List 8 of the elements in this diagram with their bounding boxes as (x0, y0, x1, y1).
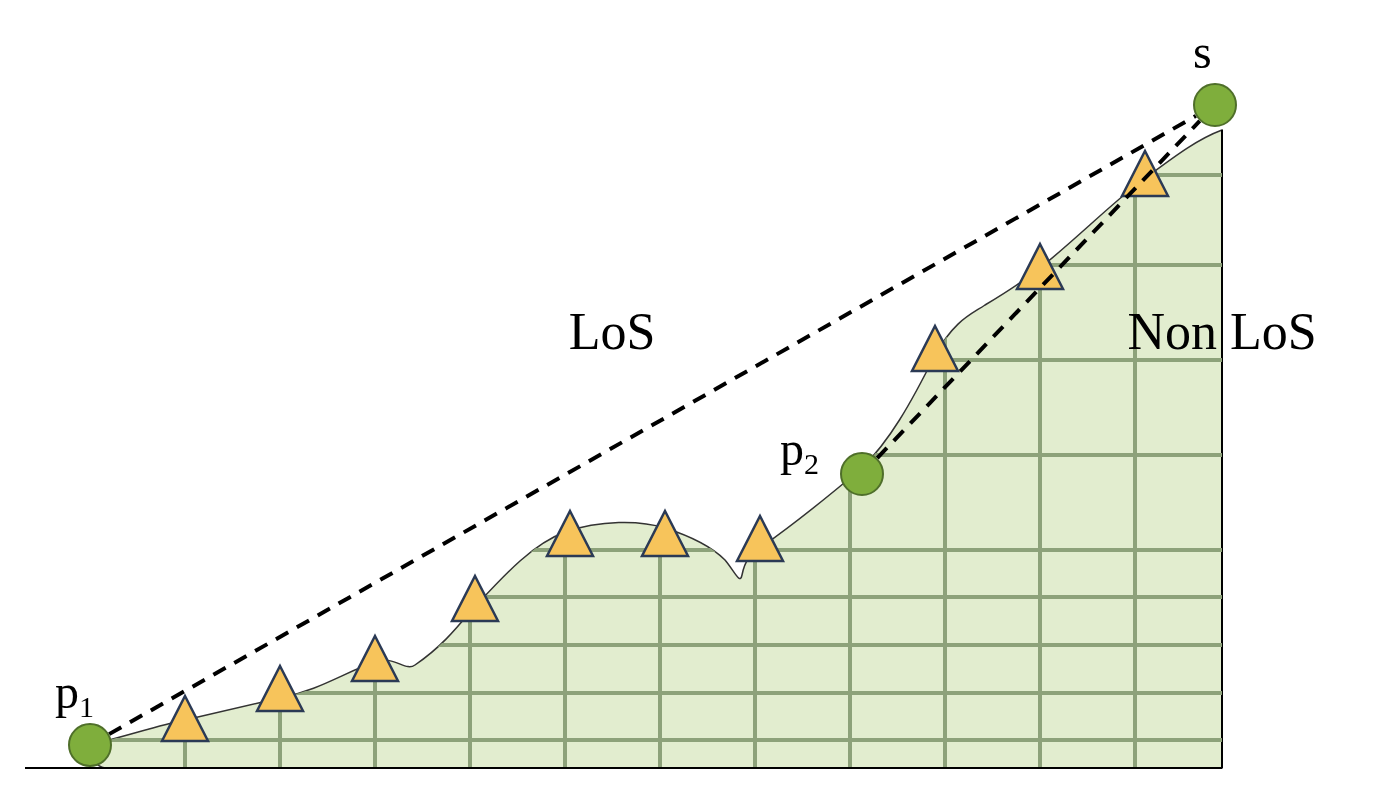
point-circle (68, 723, 112, 767)
dashed-line (875, 119, 1202, 460)
edge-label: Non LoS (1127, 306, 1317, 358)
point-label: p$_{2}$ (780, 425, 819, 473)
point-label: s (1193, 28, 1212, 76)
edge-label: LoS (568, 306, 656, 358)
point-circle (1193, 83, 1237, 127)
point-label: p$_{1}$ (55, 668, 94, 716)
